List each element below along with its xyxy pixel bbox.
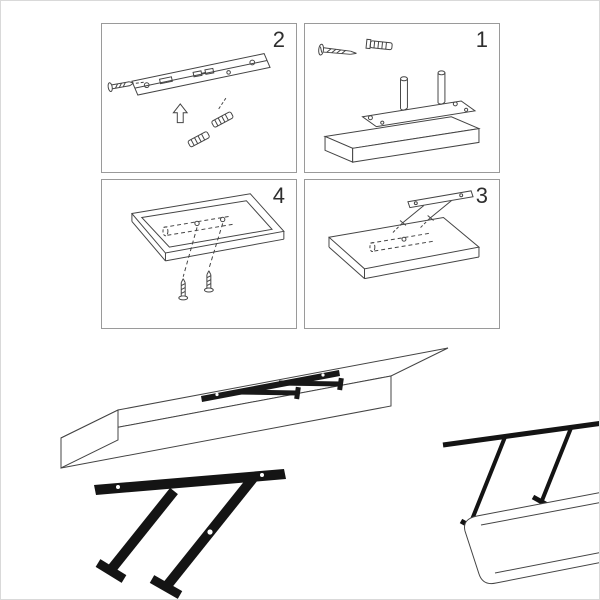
shelf-board-drawing [323,116,481,163]
metal-bracket-closeup-illustration [94,469,286,599]
floating-shelf-with-bracket-illustration [60,347,449,469]
screw-icon [178,278,189,301]
step-panel-1: 1 [304,23,500,173]
bracket-into-shelf-illustration [327,190,481,280]
wall-anchor-icon [187,96,234,148]
step-number: 2 [272,27,285,52]
screw-icon [318,43,357,56]
step-panel-3: 3 [304,179,500,329]
metal-bracket-drawing [201,370,344,402]
wall-anchor-icon [365,38,393,51]
hardware-and-shelf-illustration [318,38,481,163]
step-panel-4: 4 [101,179,297,329]
bracket-plate-with-rods-drawing [361,70,477,128]
shelf-corner-illustration [464,492,599,585]
shelf-underside-drawing [130,193,285,277]
wall-rail-with-screws-illustration [107,53,271,148]
mounting-bracket-drawing [391,190,474,234]
shelf-board-drawing [327,216,481,280]
step-number: 3 [475,183,488,208]
shelf-board-drawing [60,347,449,469]
step-number: 1 [475,27,488,52]
shelf-underside-illustration [130,193,285,301]
screw-icon [107,81,134,93]
insert-arrow-icon [135,81,189,124]
step-number: 4 [272,183,285,208]
step-panel-2: 2 [101,23,297,173]
screw-icon [203,270,214,293]
wall-rail-drawing [131,53,271,96]
